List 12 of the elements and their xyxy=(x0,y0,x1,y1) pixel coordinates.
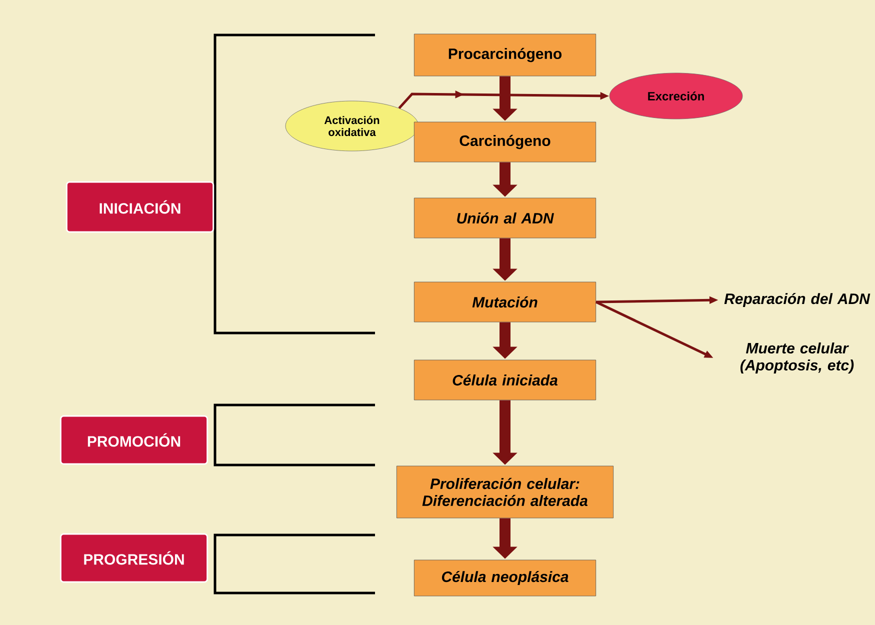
process-box: Carcinógeno xyxy=(414,122,596,162)
stage-label: PROGRESIÓN xyxy=(60,533,208,583)
outcome-text: Reparación del ADN xyxy=(724,292,870,308)
stage-label: PROMOCIÓN xyxy=(60,415,208,465)
process-box: Mutación xyxy=(414,282,596,322)
process-box: Proliferación celular: Diferenciación alterada xyxy=(396,466,614,518)
outcome-text: Muerte celular (Apoptosis, etc) xyxy=(740,342,854,374)
process-box: Procarcinógeno xyxy=(414,34,596,76)
stage-label: INICIACIÓN xyxy=(66,181,214,233)
process-box: Unión al ADN xyxy=(414,198,596,238)
process-box: Célula neoplásica xyxy=(414,560,596,596)
process-box: Célula iniciada xyxy=(414,360,596,400)
